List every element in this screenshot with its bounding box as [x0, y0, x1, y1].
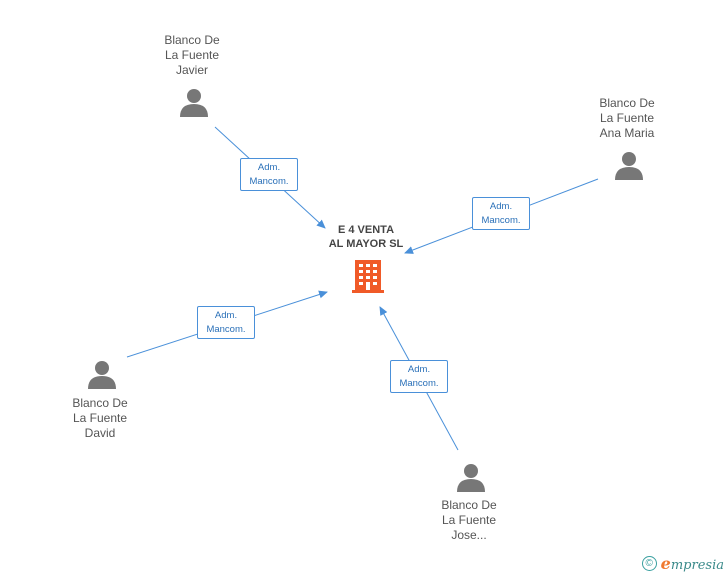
person-icon[interactable]: [179, 88, 209, 118]
edge-label-javier[interactable]: Adm. Mancom.: [240, 158, 298, 191]
person-name-line3: David: [84, 426, 116, 440]
person-name-line2: La Fuente: [72, 411, 128, 425]
empresia-logo[interactable]: empresia: [661, 554, 724, 573]
person-icon[interactable]: [614, 151, 644, 181]
edge-label-ana-maria[interactable]: Adm. Mancom.: [472, 197, 530, 230]
edge-label-david[interactable]: Adm. Mancom.: [197, 306, 255, 339]
edge-role-line1: Adm.: [214, 310, 238, 321]
person-name-line2: La Fuente: [441, 513, 497, 527]
person-name-line3: Jose...: [451, 528, 487, 542]
edge-label-jose[interactable]: Adm. Mancom.: [390, 360, 448, 393]
edge-role-line2: Mancom.: [481, 215, 521, 226]
person-name-line3: Ana Maria: [599, 126, 655, 140]
person-label-ana-maria[interactable]: Blanco De La Fuente Ana Maria: [567, 96, 687, 141]
person-name-line1: Blanco De: [599, 96, 655, 110]
edge-role-line1: Adm.: [257, 162, 281, 173]
brand-initial: e: [660, 553, 671, 573]
person-name-line3: Javier: [175, 63, 208, 77]
edge-role-line2: Mancom.: [399, 378, 439, 389]
company-name[interactable]: E 4 VENTA AL MAYOR SL: [306, 223, 426, 251]
person-label-jose[interactable]: Blanco De La Fuente Jose...: [409, 498, 529, 543]
person-name-line2: La Fuente: [164, 48, 220, 62]
edge-role-line1: Adm.: [407, 364, 431, 375]
edge-role-line1: Adm.: [489, 201, 513, 212]
person-label-david[interactable]: Blanco De La Fuente David: [40, 396, 160, 441]
person-name-line1: Blanco De: [72, 396, 128, 410]
brand-rest: mpresia: [670, 557, 724, 573]
person-name-line2: La Fuente: [599, 111, 655, 125]
building-icon[interactable]: [351, 258, 385, 294]
company-name-line1: E 4 VENTA: [337, 224, 395, 236]
person-label-javier[interactable]: Blanco De La Fuente Javier: [132, 33, 252, 78]
footer-brand: © empresia: [641, 553, 724, 573]
person-name-line1: Blanco De: [164, 33, 220, 47]
edge-role-line2: Mancom.: [249, 176, 289, 187]
person-name-line1: Blanco De: [441, 498, 497, 512]
person-icon[interactable]: [87, 360, 117, 390]
person-icon[interactable]: [456, 463, 486, 493]
company-name-line2: AL MAYOR SL: [328, 238, 404, 250]
edge-role-line2: Mancom.: [206, 324, 246, 335]
copyright-icon: ©: [641, 555, 657, 571]
